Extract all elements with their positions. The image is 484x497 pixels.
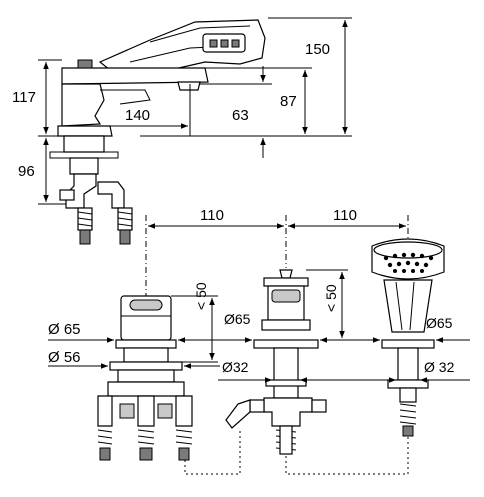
dim-overall-height: 150 bbox=[305, 41, 330, 58]
dim-spout-height: 87 bbox=[280, 93, 297, 110]
dim-diverter-shank: Ø32 bbox=[222, 359, 249, 375]
hand-shower-unit: Ø65 Ø 32 bbox=[350, 238, 470, 437]
hose-path bbox=[184, 430, 241, 475]
dim-diverter-top: < 50 bbox=[323, 284, 339, 312]
mixer-body-side bbox=[49, 59, 209, 175]
shower-hose-path bbox=[285, 436, 409, 475]
dim-spacing-left: 110 bbox=[200, 207, 224, 224]
dim-body-height: 117 bbox=[12, 89, 36, 106]
supply-connectors-side bbox=[59, 173, 133, 245]
dim-shower-rosette: Ø65 bbox=[426, 315, 453, 331]
dim-spout-reach: 140 bbox=[125, 107, 150, 124]
dim-spacing-right: 110 bbox=[333, 207, 357, 224]
faucet-side-view: 150 87 63 117 140 96 bbox=[12, 17, 352, 245]
mixer-unit: Ø 65 Ø 56 < 50 bbox=[48, 282, 220, 461]
diverter-unit: Ø65 Ø32 < 50 bbox=[218, 269, 350, 455]
dim-shower-shank: Ø 32 bbox=[424, 359, 455, 375]
dim-mixer-body: Ø 56 bbox=[48, 349, 81, 366]
spacing-dimensions: 110 110 bbox=[145, 207, 409, 300]
dim-outlet-height: 63 bbox=[232, 107, 249, 124]
dim-diverter-rosette: Ø65 bbox=[224, 311, 251, 327]
dim-mixer-top: < 50 bbox=[193, 282, 209, 310]
dim-mixer-rosette: Ø 65 bbox=[48, 321, 81, 338]
dim-base-height: 96 bbox=[18, 163, 35, 180]
hand-shower-side bbox=[98, 19, 266, 79]
